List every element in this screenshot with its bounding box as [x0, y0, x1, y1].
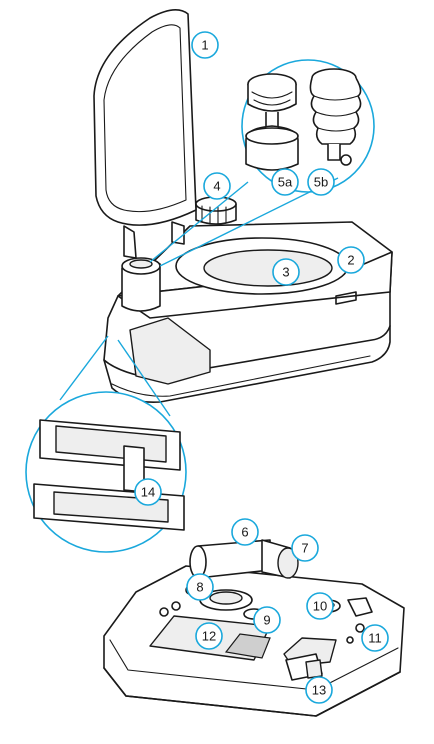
callout-9: 9	[253, 606, 281, 634]
callout-7: 7	[291, 534, 319, 562]
callout-5b: 5b	[307, 168, 335, 196]
callout-14: 14	[134, 478, 162, 506]
callout-2: 2	[337, 246, 365, 274]
callout-label: 11	[368, 631, 382, 646]
callout-10: 10	[306, 592, 334, 620]
callout-label: 10	[313, 599, 327, 614]
callout-label: 9	[263, 613, 270, 628]
callout-11: 11	[361, 624, 389, 652]
callout-6: 6	[231, 518, 259, 546]
callout-label: 4	[213, 179, 220, 194]
lower-tank-illustration	[103, 539, 405, 717]
callout-5a: 5a	[271, 168, 299, 196]
upper-tank-illustration	[93, 9, 393, 404]
callout-12: 12	[195, 622, 223, 650]
callout-label: 13	[312, 683, 326, 698]
callout-13: 13	[305, 676, 333, 704]
callout-label: 3	[282, 265, 289, 280]
callout-label: 2	[347, 253, 354, 268]
callout-3: 3	[272, 258, 300, 286]
callout-label: 12	[202, 629, 216, 644]
callout-label: 5a	[278, 175, 293, 190]
piston-detail-inset	[241, 59, 375, 193]
callout-label: 5b	[314, 175, 328, 190]
callout-8: 8	[186, 573, 214, 601]
callout-label: 8	[196, 580, 203, 595]
callout-4: 4	[203, 172, 231, 200]
callout-label: 14	[141, 485, 155, 500]
callout-label: 1	[201, 38, 208, 53]
callout-label: 6	[241, 525, 248, 540]
bottom-detail-inset	[25, 391, 187, 553]
callout-1: 1	[191, 31, 219, 59]
callout-label: 7	[301, 541, 308, 556]
